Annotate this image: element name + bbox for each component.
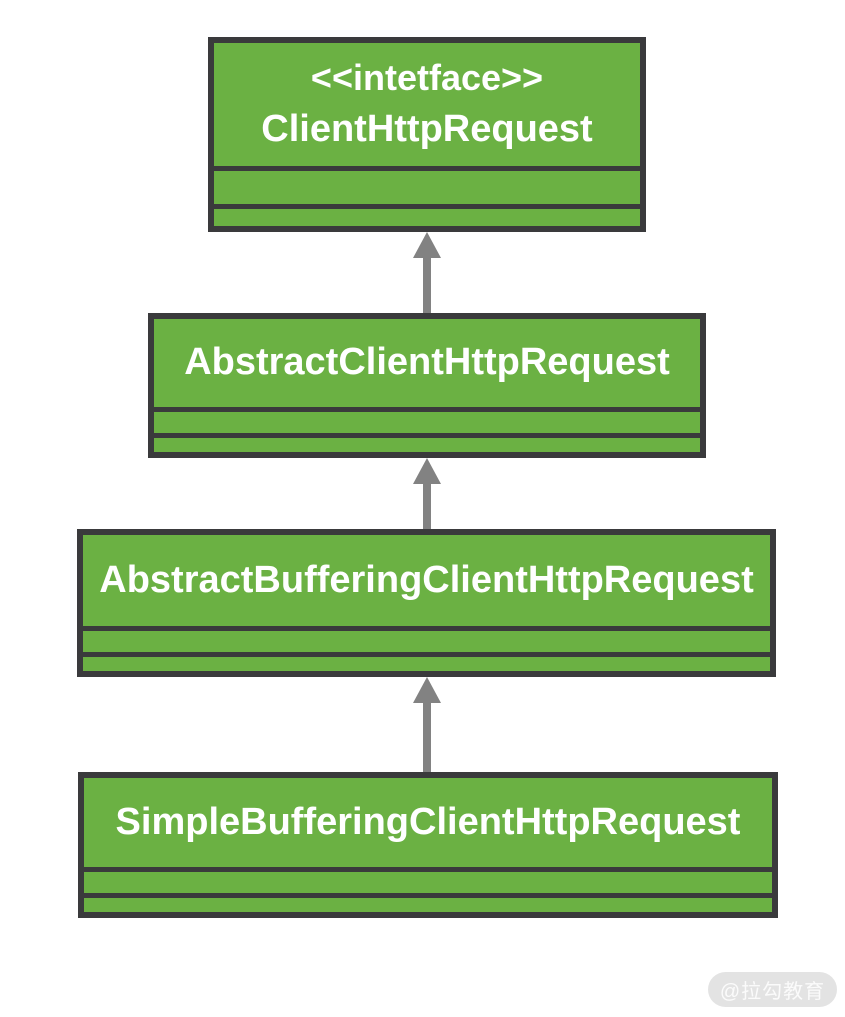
class-name-compartment: <<intetface>> ClientHttpRequest bbox=[214, 43, 640, 166]
methods-compartment bbox=[214, 204, 640, 226]
stereotype-label: <<intetface>> bbox=[310, 56, 544, 98]
class-name-label: ClientHttpRequest bbox=[261, 108, 593, 151]
fields-compartment bbox=[214, 166, 640, 204]
arrow-shaft bbox=[423, 484, 431, 531]
class-name-label: AbstractBufferingClientHttpRequest bbox=[99, 558, 754, 601]
class-name-label: SimpleBufferingClientHttpRequest bbox=[115, 800, 741, 843]
class-name-compartment: AbstractBufferingClientHttpRequest bbox=[83, 535, 770, 626]
class-name-compartment: SimpleBufferingClientHttpRequest bbox=[84, 778, 772, 867]
arrow-head-icon bbox=[413, 677, 441, 703]
fields-compartment bbox=[83, 626, 770, 652]
fields-compartment bbox=[84, 867, 772, 893]
arrow-head-icon bbox=[413, 232, 441, 258]
class-box-abstractbufferingclienthttprequest: AbstractBufferingClientHttpRequest bbox=[77, 529, 776, 677]
inheritance-arrow bbox=[413, 458, 441, 531]
class-name-compartment: AbstractClientHttpRequest bbox=[154, 319, 700, 407]
inheritance-arrow bbox=[413, 232, 441, 315]
class-box-simplebufferingclienthttprequest: SimpleBufferingClientHttpRequest bbox=[78, 772, 778, 918]
arrow-shaft bbox=[423, 258, 431, 315]
arrow-head-icon bbox=[413, 458, 441, 484]
fields-compartment bbox=[154, 407, 700, 433]
watermark-badge: @拉勾教育 bbox=[708, 972, 837, 1007]
methods-compartment bbox=[154, 433, 700, 452]
methods-compartment bbox=[83, 652, 770, 671]
arrow-shaft bbox=[423, 703, 431, 772]
class-box-clienthttprequest: <<intetface>> ClientHttpRequest bbox=[208, 37, 646, 232]
class-box-abstractclienthttprequest: AbstractClientHttpRequest bbox=[148, 313, 706, 458]
inheritance-arrow bbox=[413, 677, 441, 772]
class-name-label: AbstractClientHttpRequest bbox=[184, 341, 670, 384]
methods-compartment bbox=[84, 893, 772, 912]
